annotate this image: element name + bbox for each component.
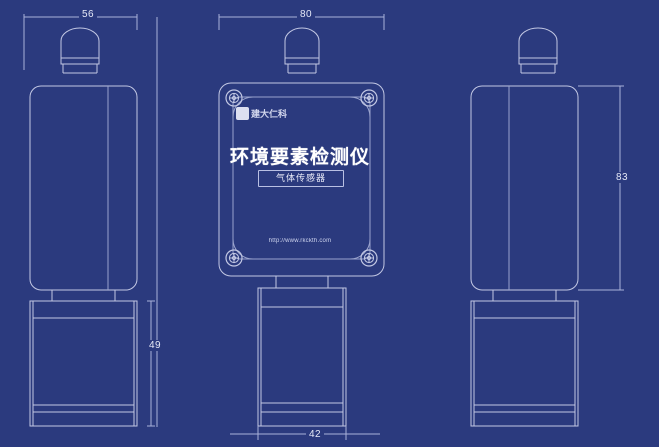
cap-dome-left xyxy=(61,28,99,64)
dimension-label-width-bottom: 42 xyxy=(306,429,325,440)
brand-name-label: 建大仁科 xyxy=(251,108,288,119)
body-outline-left xyxy=(30,86,137,290)
brand-mark-icon xyxy=(236,106,249,120)
screw-top-right xyxy=(360,89,378,107)
corner-arc-br xyxy=(349,238,371,260)
dimension-label-height-left: 49 xyxy=(146,340,165,351)
enclosure-outline-middle xyxy=(219,83,384,276)
corner-arc-tl xyxy=(232,96,254,118)
device-subtitle: 气体传感器 xyxy=(275,173,326,183)
corner-arc-tr xyxy=(349,96,371,118)
cap-dome-middle xyxy=(285,28,319,64)
side-view-right xyxy=(471,28,624,426)
dimension-line-height-left xyxy=(147,300,155,427)
side-view-left xyxy=(23,14,158,427)
dimension-line-width-bottom xyxy=(230,426,380,440)
corner-arc-bl xyxy=(232,238,254,260)
dimension-label-width-middle: 80 xyxy=(297,9,316,20)
dimension-line-height-right xyxy=(578,85,624,291)
brand-logo: 建大仁科 xyxy=(236,105,322,121)
screw-bottom-left xyxy=(225,249,243,267)
cylinder-outline-middle xyxy=(258,288,346,426)
cap-dome-right xyxy=(519,28,557,64)
body-outline-right xyxy=(471,86,578,290)
dimension-label-width-left: 56 xyxy=(79,9,98,20)
front-view-middle xyxy=(218,14,385,440)
cylinder-outline-right xyxy=(471,301,578,426)
cylinder-outline-left xyxy=(30,301,137,426)
dimension-label-height-right: 83 xyxy=(613,172,632,183)
screw-top-left xyxy=(225,89,243,107)
device-url-label: http://www.rkckth.com xyxy=(268,238,332,244)
screw-bottom-right xyxy=(360,249,378,267)
device-subtitle-border xyxy=(258,170,344,187)
device-title: 环境要素检测仪 xyxy=(229,147,370,168)
